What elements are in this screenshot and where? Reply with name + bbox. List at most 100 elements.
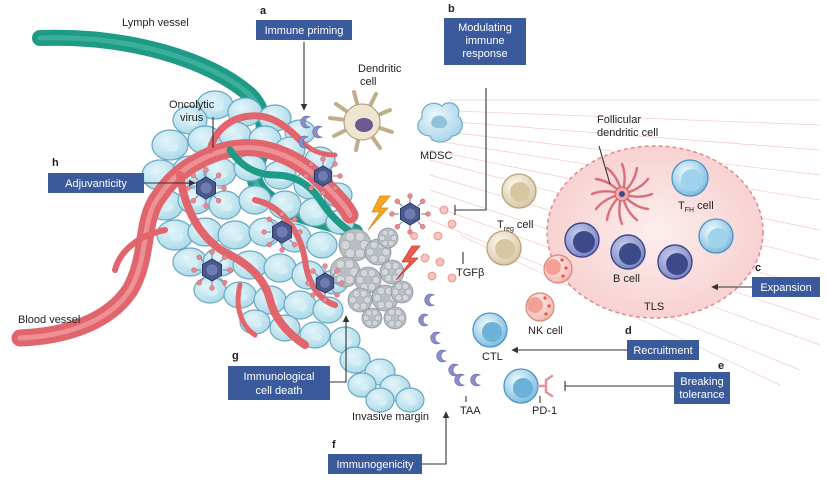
mdsc-label: MDSC bbox=[420, 150, 452, 162]
ctl-pd1-cell bbox=[503, 368, 554, 404]
taa-antigen bbox=[424, 293, 435, 307]
taa-antigen bbox=[430, 331, 441, 345]
tls-region bbox=[546, 145, 764, 319]
nk-cell-label: NK cell bbox=[528, 325, 563, 337]
dendritic-cell-label-2: cell bbox=[360, 76, 377, 88]
step-e-label-2: tolerance bbox=[679, 389, 724, 401]
tumor-cell-nucleus bbox=[296, 302, 308, 312]
step-c-letter: c bbox=[755, 262, 761, 274]
step-g-box bbox=[228, 366, 330, 400]
oncolytic-virus-label: Oncolytic bbox=[169, 99, 215, 111]
taa-antigen bbox=[300, 115, 311, 129]
step-f-box bbox=[328, 454, 422, 474]
step-d-label: Recruitment bbox=[633, 345, 692, 357]
tfh-label: TFH cell bbox=[678, 200, 714, 214]
virus-particle bbox=[191, 249, 233, 291]
tumor-cell-nucleus bbox=[318, 243, 330, 251]
step-c-box bbox=[752, 277, 820, 297]
virus-particle bbox=[303, 156, 343, 196]
tumor-cell-nucleus bbox=[210, 102, 224, 112]
lymph-branch bbox=[226, 146, 359, 239]
step-e-letter: e bbox=[718, 360, 724, 372]
tumor-cell-nucleus bbox=[251, 320, 263, 328]
tumor-cell-nucleus bbox=[359, 383, 369, 391]
step-h-box bbox=[48, 173, 144, 193]
taa-antigen bbox=[298, 135, 309, 149]
b-cell-label: B cell bbox=[613, 273, 640, 285]
treg-cell bbox=[486, 173, 537, 266]
tumor-cell-nucleus bbox=[165, 142, 179, 152]
tumor-cell-nucleus bbox=[170, 232, 184, 242]
step-f-letter: f bbox=[332, 439, 336, 451]
step-d-letter: d bbox=[625, 325, 632, 337]
step-c-label: Expansion bbox=[760, 282, 811, 294]
step-e-box bbox=[674, 372, 730, 404]
step-f-label: Immunogenicity bbox=[336, 459, 414, 471]
tumor-cell-nucleus bbox=[221, 202, 233, 212]
step-a-box bbox=[256, 20, 352, 40]
connector-lines bbox=[144, 42, 752, 465]
tumor-cell-nucleus bbox=[324, 308, 336, 316]
step-g-label-1: Immunological bbox=[244, 371, 315, 383]
tumor-cell-nucleus bbox=[377, 398, 387, 406]
tumor-cell-nucleus bbox=[186, 117, 198, 127]
tumor-cell-nucleus bbox=[407, 398, 417, 406]
step-b-box bbox=[444, 18, 526, 65]
step-b-label-2: immune bbox=[465, 35, 504, 47]
fdc-label-2: dendritic cell bbox=[597, 127, 658, 139]
step-b-label-3: response bbox=[462, 48, 507, 60]
nk-cell bbox=[525, 254, 573, 322]
taa-antigen bbox=[418, 313, 429, 327]
taa-antigen bbox=[470, 373, 481, 387]
step-h-letter: h bbox=[52, 157, 59, 169]
cytokine-dots bbox=[410, 205, 457, 283]
taa-label: TAA bbox=[460, 405, 481, 417]
virus-group bbox=[185, 156, 431, 303]
ctl-cell bbox=[472, 312, 508, 348]
tumor-cell-nucleus bbox=[311, 333, 323, 341]
ctl-label: CTL bbox=[482, 351, 503, 363]
treg-label: Treg cell bbox=[497, 219, 533, 233]
virus-particle bbox=[261, 211, 303, 253]
step-d-box bbox=[627, 340, 699, 360]
taa-antigen bbox=[436, 349, 447, 363]
step-h-label: Adjuvanticity bbox=[65, 178, 127, 190]
dendritic-cell-label: Dendritic bbox=[358, 63, 402, 75]
fdc-label: Follicular bbox=[597, 114, 641, 126]
tls-label: TLS bbox=[644, 301, 664, 313]
tumor-cell-nucleus bbox=[160, 202, 174, 212]
pd1-label: PD-1 bbox=[532, 405, 557, 417]
blood-vessel-label: Blood vessel bbox=[18, 314, 80, 326]
tumor-cell-nucleus bbox=[351, 358, 363, 366]
taa-antigens bbox=[298, 115, 481, 387]
virus-particle bbox=[305, 263, 345, 303]
taa-antigen bbox=[448, 363, 459, 377]
b-cell bbox=[564, 222, 693, 280]
tumor-cell-nucleus bbox=[206, 288, 218, 296]
tumor-cell-nucleus bbox=[376, 370, 388, 378]
virus-particle bbox=[185, 167, 227, 209]
step-a-letter: a bbox=[260, 5, 267, 17]
tumor-cell-nucleus bbox=[231, 232, 243, 242]
step-e-label-1: Breaking bbox=[680, 376, 723, 388]
tfh-cell bbox=[671, 159, 734, 254]
lightning-icon bbox=[367, 195, 391, 231]
step-g-label-2: cell death bbox=[255, 385, 302, 397]
lymph-vessel-label: Lymph vessel bbox=[122, 17, 189, 29]
tumor-cell-nucleus bbox=[186, 259, 198, 269]
tumor-cell-nucleus bbox=[311, 209, 323, 219]
step-b-letter: b bbox=[448, 3, 455, 15]
virus-particle bbox=[389, 193, 431, 235]
step-b-label-1: Modulating bbox=[458, 22, 512, 34]
mdsc-cell bbox=[417, 102, 463, 143]
step-g-letter: g bbox=[232, 350, 239, 362]
step-a-label: Immune priming bbox=[265, 25, 344, 37]
tumor-cell-nucleus bbox=[341, 338, 353, 346]
oncolytic-virus-label-2: virus bbox=[180, 112, 204, 124]
tumor-cell-nucleus bbox=[276, 265, 288, 275]
tumor-cell-nucleus bbox=[281, 202, 293, 212]
tgf-beta-label: TGFβ bbox=[456, 267, 484, 279]
taa-antigen bbox=[454, 373, 465, 387]
